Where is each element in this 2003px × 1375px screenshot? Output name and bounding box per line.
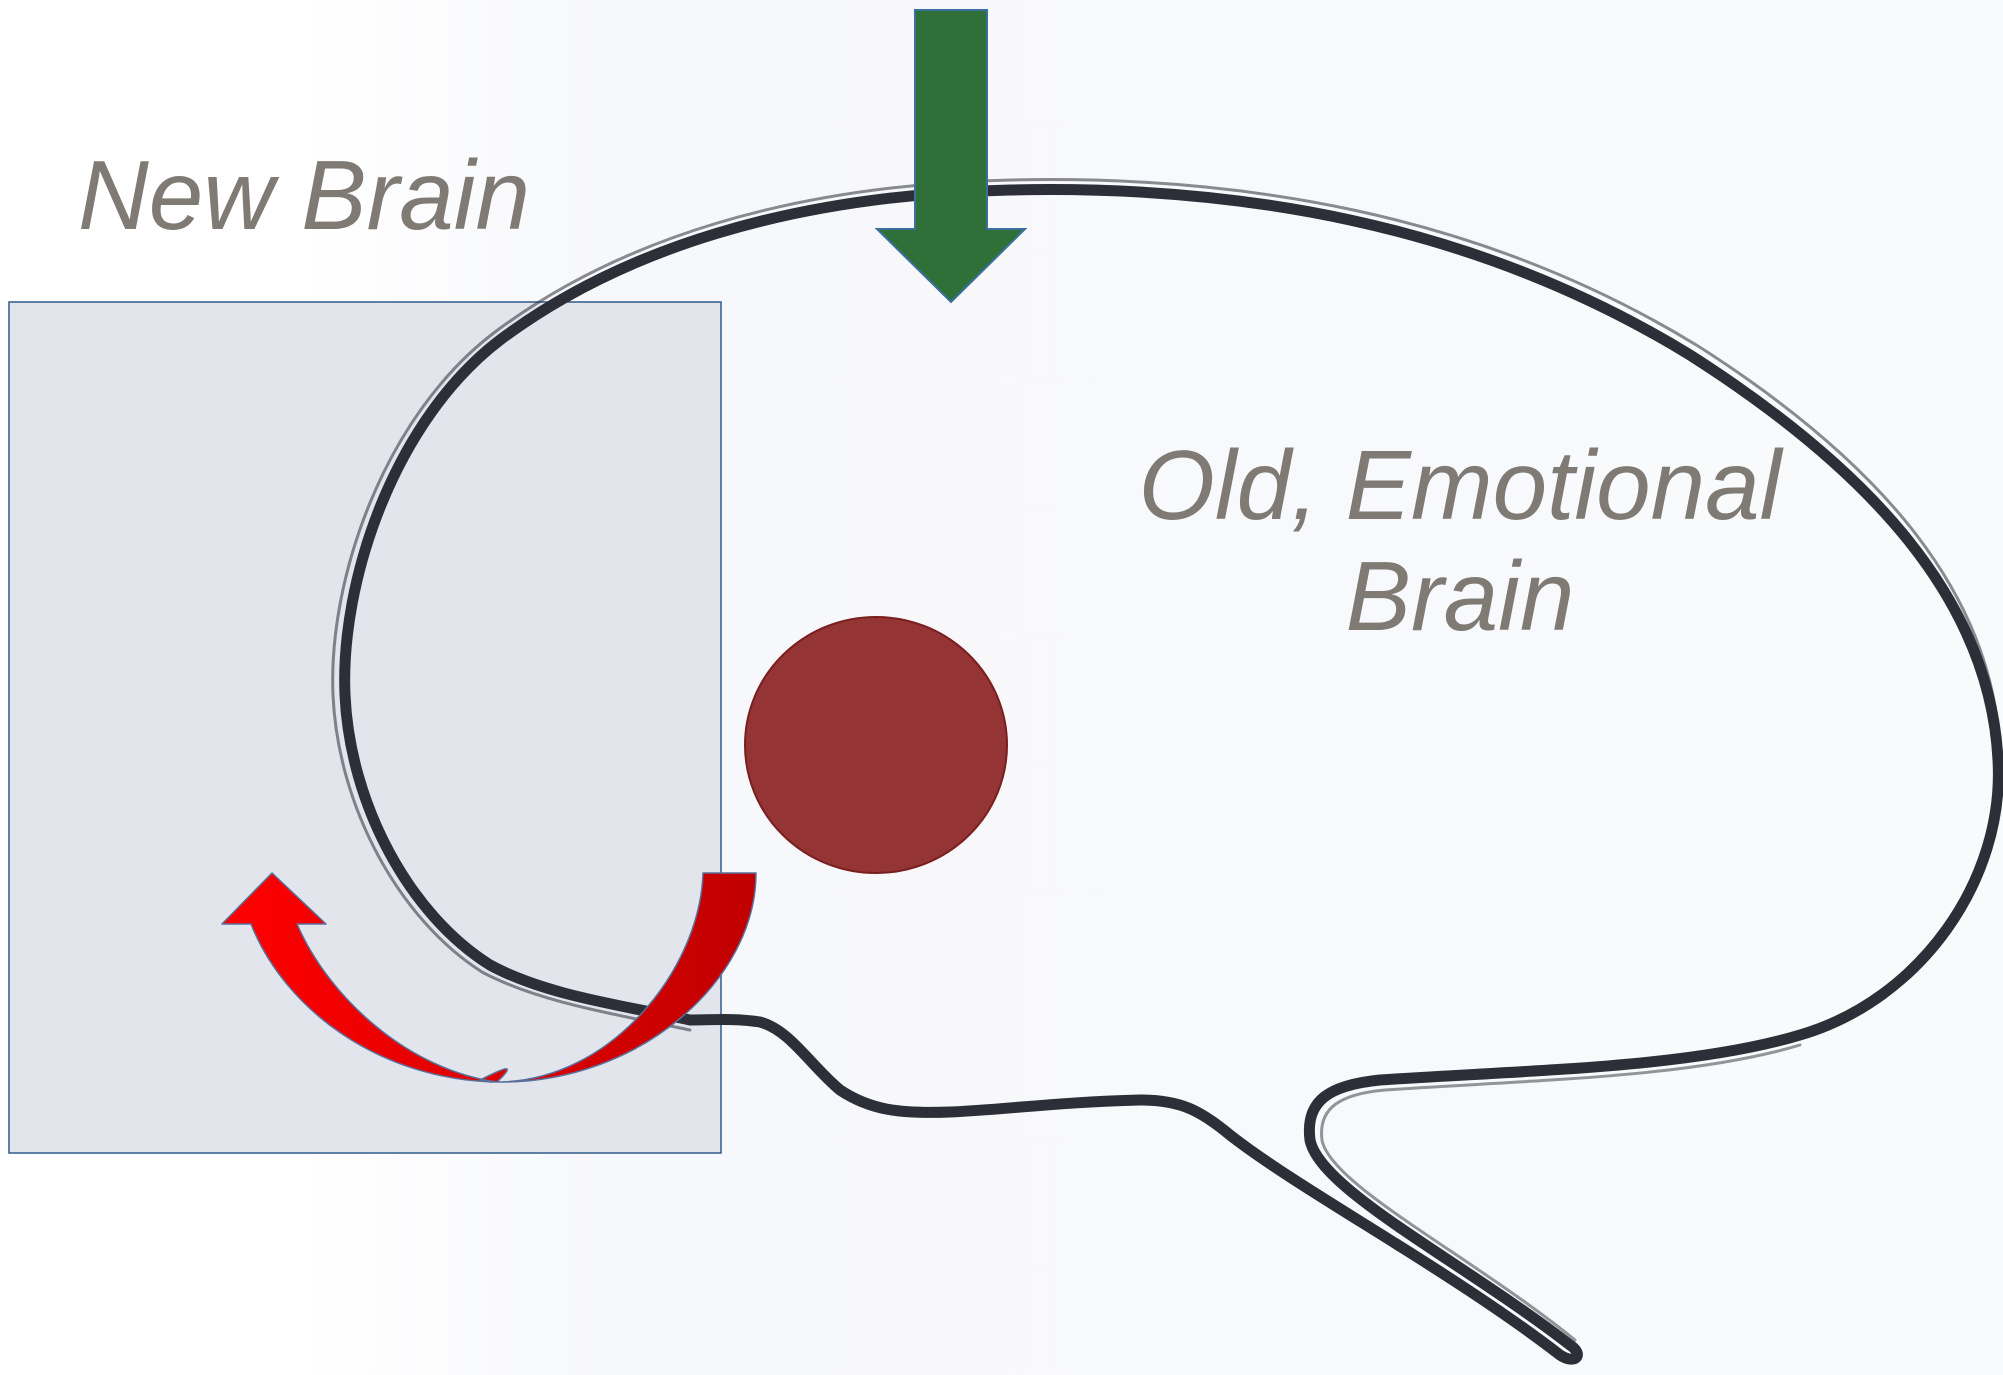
old-brain-label-line1: Old, Emotional <box>1110 430 1810 541</box>
old-brain-label-line2: Brain <box>1110 541 1810 652</box>
new-brain-label: New Brain <box>78 140 530 251</box>
old-emotional-brain-label: Old, Emotional Brain <box>1110 430 1810 651</box>
arrow-down-icon <box>877 10 1025 302</box>
circle-icon <box>745 617 1007 873</box>
